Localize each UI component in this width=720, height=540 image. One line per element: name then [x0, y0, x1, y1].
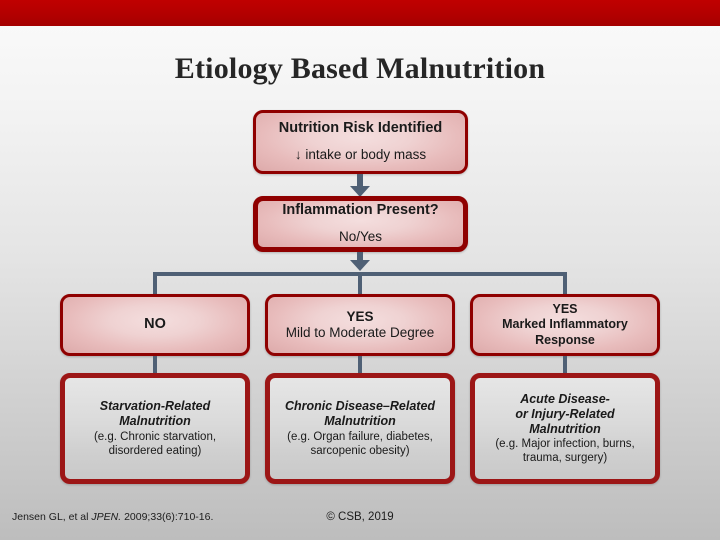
- result-chronic-example-line2: sarcopenic obesity): [310, 444, 410, 457]
- copyright-text: © CSB, 2019: [326, 511, 394, 523]
- branch-head-yes-marked: YES Marked Inflammatory Response: [470, 294, 660, 356]
- result-box-starvation: Starvation-Related Malnutrition (e.g. Ch…: [60, 373, 250, 484]
- result-starvation-line1: Starvation-Related: [99, 399, 211, 414]
- step2-line2: No/Yes: [338, 229, 383, 245]
- step1-line1: Nutrition Risk Identified: [278, 120, 443, 137]
- result-chronic-line2: Malnutrition: [324, 414, 396, 429]
- result-acute-example-line1: (e.g. Major infection, burns,: [495, 438, 635, 451]
- citation-post: 2009;33(6):710-16.: [121, 511, 214, 523]
- header-band: [0, 0, 720, 26]
- arrow-head-step2-down: [350, 260, 370, 271]
- connector-step2-down: [357, 252, 363, 262]
- result-starvation-example-line2: disordered eating): [108, 444, 202, 457]
- result-box-chronic-disease: Chronic Disease–Related Malnutrition (e.…: [265, 373, 455, 484]
- split-drop-left: [153, 272, 157, 294]
- result-starvation-example-line1: (e.g. Chronic starvation,: [93, 430, 217, 443]
- result-acute-example-line2: trauma, surgery): [522, 452, 608, 465]
- citation-text: Jensen GL, et al JPEN. 2009;33(6):710-16…: [12, 511, 213, 523]
- branch-head-yes-mild: YES Mild to Moderate Degree: [265, 294, 455, 356]
- citation-pre: Jensen GL, et al: [12, 511, 92, 523]
- connector-step1-to-step2: [357, 174, 363, 188]
- connector-yes-marked-to-result: [563, 356, 567, 374]
- result-box-acute-disease: Acute Disease- or Injury-Related Malnutr…: [470, 373, 660, 484]
- citation-journal: JPEN.: [91, 511, 122, 523]
- split-drop-middle: [358, 272, 362, 294]
- branch-yes-marked-head-line2: Marked Inflammatory: [502, 317, 628, 332]
- page-title: Etiology Based Malnutrition: [174, 52, 546, 85]
- step1-line2: ↓ intake or body mass: [294, 147, 427, 163]
- branch-yes-marked-head-line3: Response: [535, 332, 595, 347]
- branch-yes-marked-head-line1: YES: [552, 302, 578, 317]
- split-drop-right: [563, 272, 567, 294]
- branch-yes-mild-head-line1: YES: [346, 308, 374, 324]
- arrow-head-step1-to-step2: [350, 186, 370, 197]
- connector-yes-mild-to-result: [358, 356, 362, 374]
- connector-no-to-result: [153, 356, 157, 374]
- branch-head-no: NO: [60, 294, 250, 356]
- result-chronic-line1: Chronic Disease–Related: [284, 399, 436, 414]
- step-nutrition-risk-box: Nutrition Risk Identified ↓ intake or bo…: [253, 110, 468, 174]
- branch-yes-mild-head-line2: Mild to Moderate Degree: [285, 325, 435, 340]
- result-chronic-example-line1: (e.g. Organ failure, diabetes,: [287, 430, 433, 443]
- step2-line1: Inflammation Present?: [282, 202, 439, 219]
- result-acute-line1: Acute Disease-: [520, 391, 610, 406]
- branch-no-head-line1: NO: [144, 316, 166, 333]
- result-acute-line3: Malnutrition: [529, 422, 601, 437]
- result-acute-line2: or Injury-Related: [515, 406, 615, 421]
- step-inflammation-box: Inflammation Present? No/Yes: [253, 196, 468, 252]
- result-starvation-line2: Malnutrition: [119, 414, 191, 429]
